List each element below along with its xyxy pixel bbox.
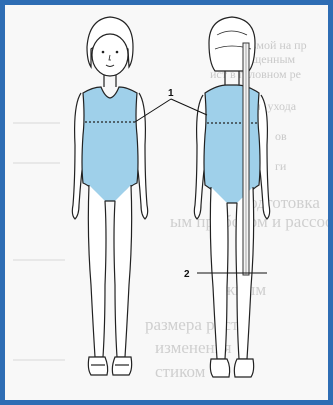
front-right-leg: [114, 185, 132, 357]
front-left-leg: [88, 185, 106, 357]
back-left-shoe: [210, 359, 229, 377]
bg-line-12: стиком: [155, 362, 206, 381]
bg-line-6: ги: [275, 159, 287, 173]
measuring-tape: [243, 43, 249, 275]
bg-line-10: размера роста: [145, 315, 247, 334]
back-right-shoe: [234, 359, 253, 377]
front-right-sandal: [112, 357, 131, 375]
bg-line-5: ов: [275, 129, 287, 143]
marker-1-label: 1: [168, 88, 174, 99]
front-swimsuit: [82, 87, 138, 201]
marker-1-leaders: [135, 99, 207, 122]
back-swimsuit: [204, 85, 260, 203]
front-left-sandal: [88, 357, 107, 375]
figure-front: [72, 17, 147, 375]
measurement-illustration: ые с тесьмой на пр т размещенным ист в г…: [5, 5, 333, 405]
marker-2-label: 2: [184, 269, 190, 280]
